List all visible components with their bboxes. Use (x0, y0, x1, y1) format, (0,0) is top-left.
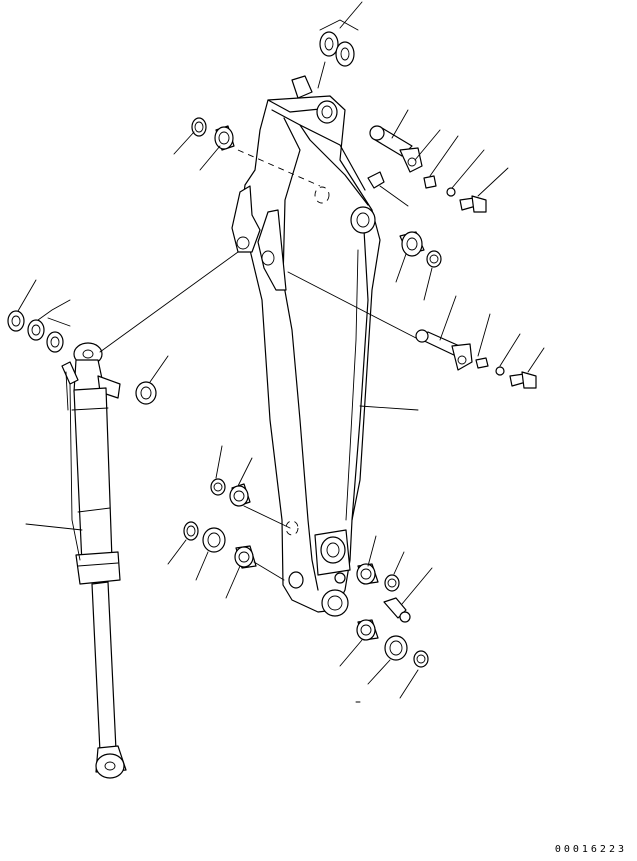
mid-right-bushings (399, 231, 442, 268)
cylinder-pin (415, 329, 537, 389)
drawing-number: 00016223 (554, 844, 627, 855)
lower-right-bushings (356, 563, 429, 668)
upper-right-pin (367, 125, 487, 213)
top-shims (319, 19, 359, 67)
arm-body (231, 75, 381, 617)
upper-left-bushings (191, 117, 235, 151)
left-shims (7, 310, 157, 405)
leader-lines (17, 1, 545, 703)
lower-left-bushings (183, 478, 257, 569)
arm-cylinder (61, 342, 127, 779)
